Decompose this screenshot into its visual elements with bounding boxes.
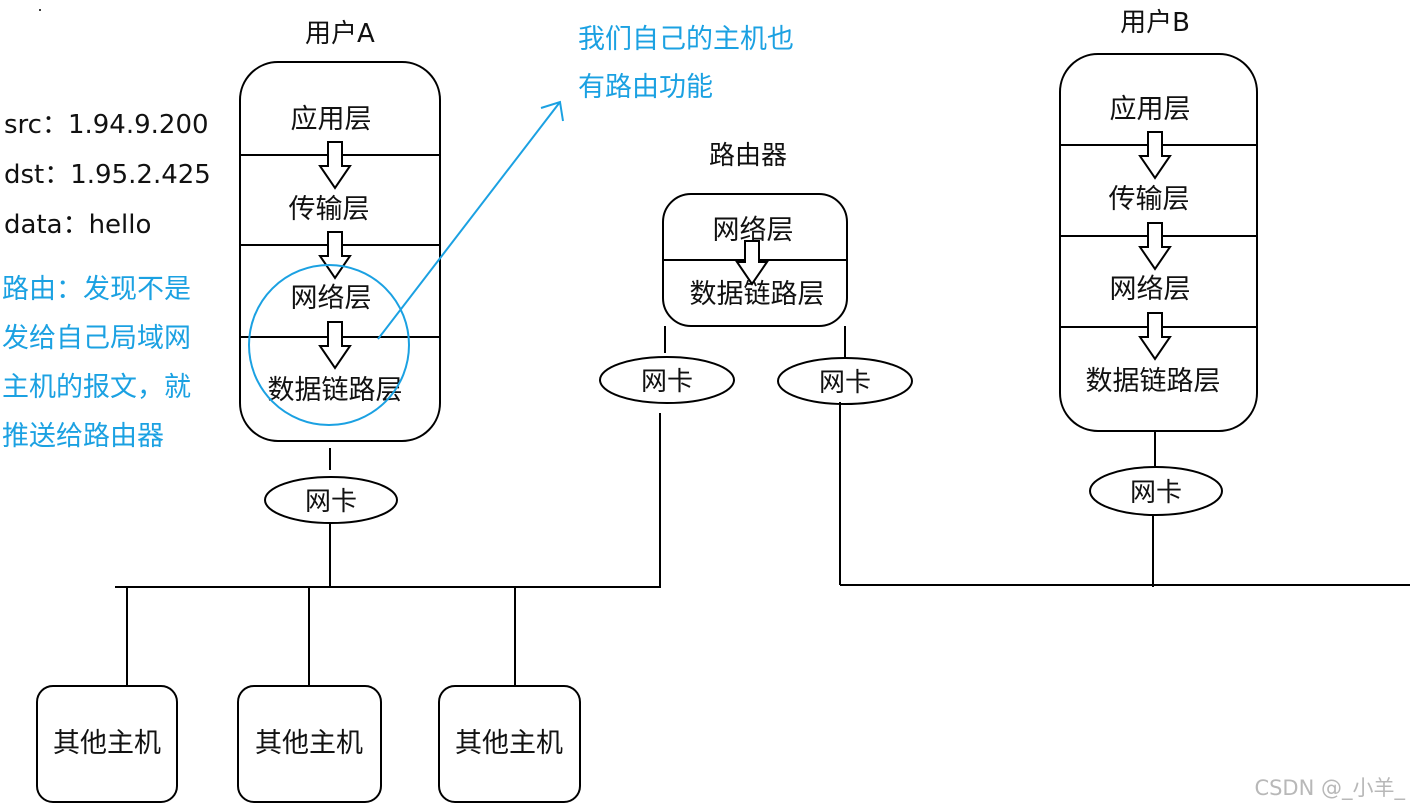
self-routing-note-line-2: 有路由功能: [578, 72, 713, 103]
router-nic-left-label: 网卡: [641, 367, 693, 397]
down-arrow-icon: [735, 240, 769, 286]
user-b-datalink-layer: 数据链路层: [1086, 366, 1221, 397]
packet-info: src：1.94.9.200 dst：1.95.2.425 data：hello: [4, 110, 211, 240]
highlight-circle: [248, 264, 410, 426]
host-box: [36, 685, 178, 803]
user-b-stack: [1059, 53, 1258, 432]
user-b-transport-layer: 传输层: [1109, 184, 1190, 215]
user-a-datalink-layer: 数据链路层: [268, 375, 403, 406]
user-b-title: 用户B: [1120, 8, 1190, 38]
router-nic-right-label: 网卡: [819, 368, 871, 398]
down-arrow-icon: [1138, 131, 1172, 180]
user-b-nic-label: 网卡: [1130, 478, 1182, 508]
router-nic-left: [599, 356, 735, 404]
pointer-arrow: [377, 101, 561, 340]
host-box: [438, 685, 581, 803]
user-a-stack: [239, 61, 441, 442]
router-datalink-layer: 数据链路层: [690, 279, 825, 310]
self-routing-note-line-1: 我们自己的主机也: [578, 24, 794, 55]
host-label: 其他主机: [255, 728, 363, 759]
host-label: 其他主机: [53, 728, 161, 759]
routing-note-line-2: 发给自己局域网: [2, 323, 191, 354]
arrow-head-icon: [540, 100, 564, 122]
routing-note-line-3: 主机的报文，就: [2, 372, 191, 403]
router-title: 路由器: [709, 141, 787, 171]
packet-dst: dst：1.95.2.425: [4, 160, 211, 190]
other-hosts: 其他主机 其他主机 其他主机: [36, 587, 581, 803]
router: 路由器 网络层 数据链路层 网卡 网卡: [599, 141, 913, 587]
host-label: 其他主机: [455, 728, 563, 759]
user-b: 用户B 应用层 传输层 网络层 数据链路层 网卡: [1059, 8, 1258, 587]
routing-note-line-4: 推送给路由器: [2, 421, 164, 452]
down-arrow-icon: [318, 321, 352, 370]
routing-note: 路由：发现不是 发给自己局域网 主机的报文，就 推送给路由器: [2, 274, 191, 452]
user-a-application-layer: 应用层: [291, 104, 372, 135]
user-a: 用户A 应用层 传输层 网络层 数据链路层 网卡: [239, 19, 441, 587]
self-routing-annotation: 我们自己的主机也 有路由功能: [248, 24, 794, 426]
user-b-application-layer: 应用层: [1110, 94, 1191, 125]
router-nic-right: [777, 357, 913, 405]
packet-data: data：hello: [4, 210, 151, 240]
user-b-network-layer: 网络层: [1110, 274, 1191, 305]
user-a-nic-label: 网卡: [305, 487, 357, 517]
stray-dot: [39, 9, 41, 11]
down-arrow-icon: [1138, 312, 1172, 361]
user-a-transport-layer: 传输层: [289, 194, 370, 225]
packet-src: src：1.94.9.200: [4, 110, 209, 140]
watermark: CSDN @_小羊_: [1254, 776, 1405, 801]
down-arrow-icon: [318, 231, 352, 280]
user-a-title: 用户A: [305, 19, 375, 49]
down-arrow-icon: [1138, 222, 1172, 271]
down-arrow-icon: [318, 141, 352, 190]
user-a-network-layer: 网络层: [291, 283, 372, 314]
routing-note-line-1: 路由：发现不是: [2, 274, 191, 305]
host-box: [237, 685, 382, 803]
user-b-nic: [1089, 466, 1223, 516]
